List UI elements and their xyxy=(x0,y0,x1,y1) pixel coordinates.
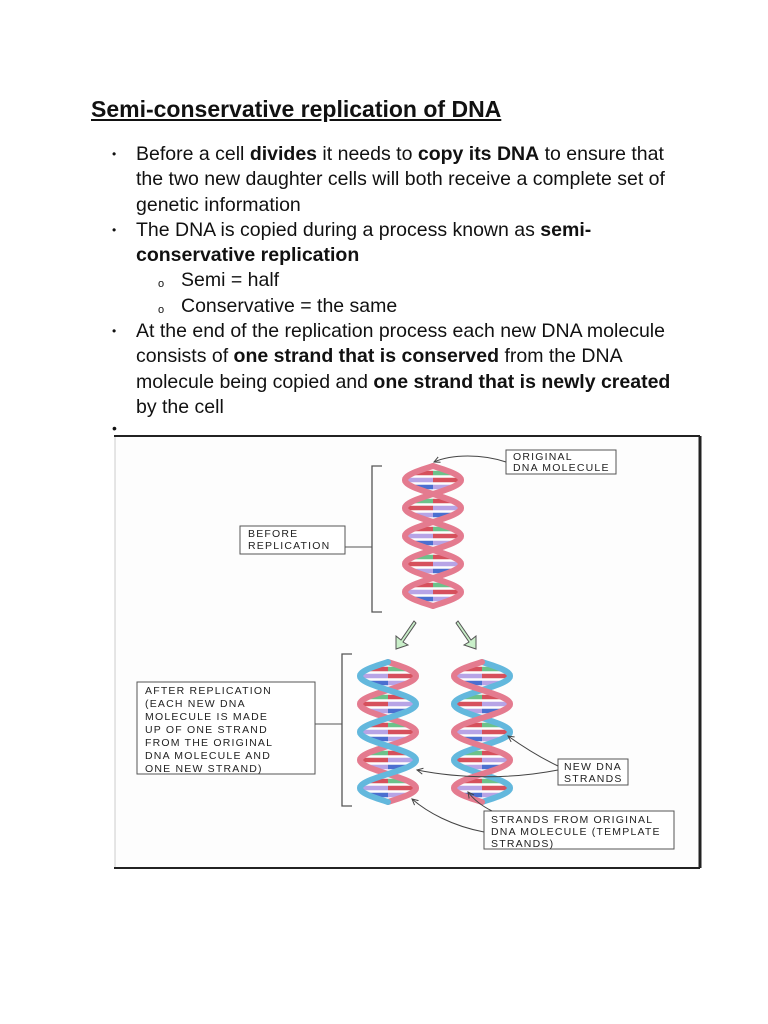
bullet-item: Before a cell divides it needs to copy i… xyxy=(100,142,680,218)
label-text: ORIGINAL xyxy=(513,451,573,463)
dna-strand xyxy=(450,659,514,805)
label-template-strands: STRANDS FROM ORIGINAL DNA MOLECULE (TEMP… xyxy=(483,810,675,850)
bullet-text: from the DNA molecule being copied and xyxy=(136,345,622,393)
label-text: DNA MOLECULE (TEMPLATE xyxy=(491,826,661,838)
before-bracket xyxy=(371,465,382,613)
empty-bullet: • xyxy=(112,420,117,436)
after-bracket xyxy=(341,653,352,807)
bullet-bold-text: one strand that is newly created xyxy=(373,370,671,393)
figure-frame xyxy=(114,435,700,869)
label-text: MOLECULE IS MADE xyxy=(145,711,268,723)
label-text: DNA MOLECULE xyxy=(513,462,610,474)
bullet-text: it needs to xyxy=(317,143,418,165)
bullet-bold-text: copy its DNA xyxy=(417,143,540,165)
pointer-new-strands-left xyxy=(417,770,559,778)
new-dna-helix-left xyxy=(356,659,420,805)
dna-replication-figure: ORIGINAL DNA MOLECULE BEFORE REPLICATION… xyxy=(112,434,702,870)
dna-strand xyxy=(356,659,420,805)
bullet-item: At the end of the replication process ea… xyxy=(100,319,680,420)
pointer-original xyxy=(434,455,507,462)
page-title: Semi-conservative replication of DNA xyxy=(91,96,502,122)
label-text: REPLICATION xyxy=(248,540,330,552)
label-text: STRANDS xyxy=(564,773,623,785)
dna-strand xyxy=(401,463,465,609)
bullet-list: Before a cell divides it needs to copy i… xyxy=(100,142,680,420)
label-text: DNA MOLECULE AND xyxy=(145,750,271,762)
sub-bullet-item: Semi = half xyxy=(136,268,680,298)
label-new-dna-strands: NEW DNA STRANDS xyxy=(557,758,629,786)
dna-strand xyxy=(401,463,465,609)
label-text: NEW DNA xyxy=(564,761,622,773)
label-text: UP OF ONE STRAND xyxy=(145,724,268,736)
bullet-bold-text: one strand that is conserved xyxy=(233,345,500,368)
bullet-text: Before a cell xyxy=(136,143,250,165)
label-text: STRANDS FROM ORIGINAL xyxy=(491,814,653,826)
dna-diagram: ORIGINAL DNA MOLECULE BEFORE REPLICATION… xyxy=(114,435,702,869)
bullet-text: by the cell xyxy=(136,395,224,418)
split-arrow-right xyxy=(455,620,477,650)
label-before-replication: BEFORE REPLICATION xyxy=(239,525,346,555)
dna-strand xyxy=(450,659,514,805)
label-original-dna: ORIGINAL DNA MOLECULE xyxy=(505,449,617,475)
label-text: (EACH NEW DNA xyxy=(145,698,246,710)
label-text: BEFORE xyxy=(248,528,298,540)
bullet-text: to ensure that the two new daughter cell… xyxy=(136,143,665,216)
label-after-replication: AFTER REPLICATION (EACH NEW DNA MOLECULE… xyxy=(136,681,316,775)
label-text: AFTER REPLICATION xyxy=(145,685,272,697)
split-arrow-left xyxy=(395,620,417,650)
pointer-template-left xyxy=(412,799,485,833)
pointer-new-strands-right xyxy=(508,736,559,767)
bullet-bold-text: divides xyxy=(249,143,318,165)
bullet-text: The DNA is copied during a process known… xyxy=(136,218,541,241)
original-dna-helix xyxy=(401,463,465,609)
bullet-item: The DNA is copied during a process known… xyxy=(100,218,680,324)
label-text: ONE NEW STRAND) xyxy=(145,763,263,775)
label-text: STRANDS) xyxy=(491,838,554,850)
new-dna-helix-right xyxy=(450,659,514,805)
sub-bullet-item: Conservative = the same xyxy=(136,294,680,324)
label-text: FROM THE ORIGINAL xyxy=(145,737,273,749)
sub-bullet-list: Semi = half Conservative = the same xyxy=(136,268,680,324)
bullet-text: At the end of the replication process ea… xyxy=(136,320,665,368)
bullet-bold-text: semi-conservative replication xyxy=(136,218,592,267)
pointer-template-right xyxy=(468,792,493,812)
dna-strand xyxy=(356,659,420,805)
